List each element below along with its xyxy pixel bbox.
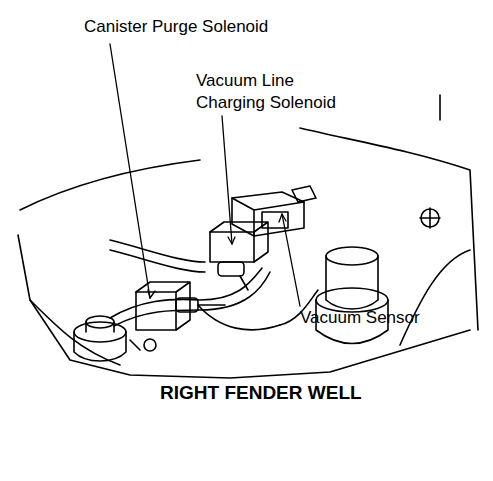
vacuum-sensor [232, 186, 316, 236]
part-label: Canister Purge Solenoid [84, 16, 304, 38]
reservoir-cap [74, 316, 126, 361]
part-label: Vacuum Line Charging Solenoid [196, 70, 346, 114]
fender-outline [18, 95, 478, 378]
charging-solenoid [210, 222, 268, 290]
vacuum-hoses [110, 240, 318, 330]
part-label: Vacuum Sensor [300, 307, 470, 329]
figure-caption: RIGHT FENDER WELL [160, 382, 362, 404]
